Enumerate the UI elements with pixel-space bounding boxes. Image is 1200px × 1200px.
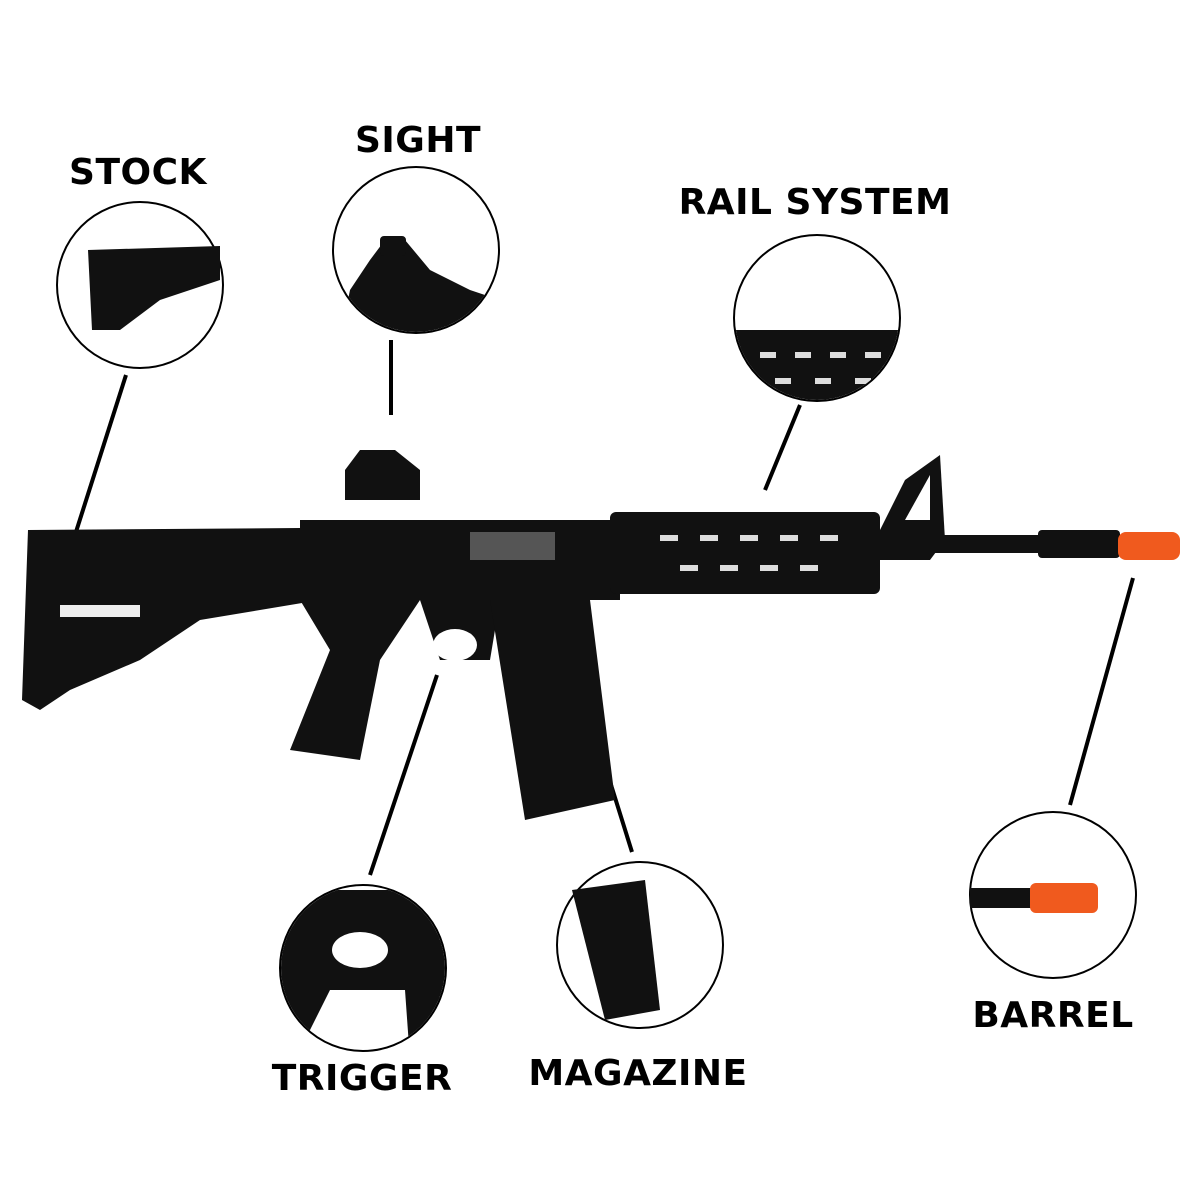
barrel-leader-line — [1068, 577, 1135, 806]
barrel-detail — [969, 811, 1137, 979]
magazine-detail — [556, 861, 724, 1029]
sight-detail — [332, 166, 500, 334]
rail-system-label: RAIL SYSTEM — [678, 182, 952, 223]
barrel-label: BARREL — [972, 995, 1134, 1036]
rifle-receiver — [300, 520, 620, 600]
trigger-detail — [279, 884, 447, 1052]
rifle-barrel — [880, 535, 1040, 553]
trigger-label: TRIGGER — [271, 1058, 453, 1099]
rifle-image — [22, 450, 1180, 820]
rifle-magazine — [490, 600, 615, 820]
stock-label: STOCK — [69, 152, 207, 193]
rail-leader-line — [763, 404, 802, 491]
stock-detail — [56, 201, 224, 369]
rifle-orange-tip — [1118, 532, 1180, 560]
magazine-label: MAGAZINE — [528, 1053, 748, 1094]
rail-system-detail — [733, 234, 901, 402]
rifle-rear-sight — [345, 450, 420, 500]
rifle-rail-system — [610, 512, 880, 594]
rifle-grip — [290, 600, 420, 760]
trigger-leader-line — [368, 674, 439, 876]
stock-leader-line — [73, 374, 128, 536]
rifle-stock — [22, 528, 320, 710]
sight-label: SIGHT — [354, 120, 482, 161]
